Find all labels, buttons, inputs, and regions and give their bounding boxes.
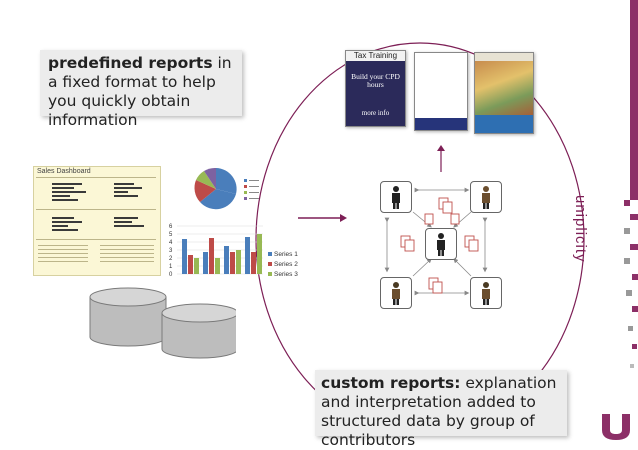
svg-text:1: 1 [169,264,173,270]
svg-text:6: 6 [169,224,173,230]
brand-name: uniplicity [572,195,589,263]
contributor-icon [470,277,502,309]
svg-text:3: 3 [169,248,173,254]
cover-header: Tax Training [353,51,398,60]
callout-top-text: in a fixed format to help you quickly ob… [48,54,232,129]
report-cover-2 [414,52,468,131]
cover-title: Build your CPD hours [351,72,400,89]
bar-chart-yaxis: 6 5 4 3 2 1 0 [169,224,173,278]
contributor-icon [470,181,502,213]
pie-slice [196,171,216,189]
contributor-icon [380,277,412,309]
report-cover-3 [474,52,534,134]
dashboard-title: Sales Dashboard [37,168,91,175]
predefined-reports-callout: predefined reports in a fixed format to … [40,50,242,129]
contributor-icon-center [425,228,457,260]
bars [182,234,262,274]
dashboard-thumbnail: Sales Dashboard [33,166,161,276]
pie-chart [194,167,259,210]
up-arrow-head [437,145,445,151]
flow-arrow-head [340,214,347,222]
svg-text:0: 0 [169,272,173,278]
pie-slice [200,189,236,210]
pie-slice [216,168,237,194]
pie-slice [204,167,216,189]
bar-chart: 6 5 4 3 2 1 0 Series 1 Series 2 Series 3 [169,224,298,278]
svg-text:4: 4 [169,240,173,246]
svg-text:5: 5 [169,232,173,238]
contributor-icon [380,181,412,213]
custom-reports-callout: custom reports: explanation and interpre… [315,370,567,449]
callout-top-bold: predefined reports [48,54,213,72]
pie-slice [194,180,216,202]
database-icon [89,287,236,359]
brand-stripes [624,0,638,442]
svg-text:2: 2 [169,256,173,262]
report-cover-tax-training: Tax Training Build your CPD hours more i… [345,50,406,127]
cover-footer: more info [361,109,390,117]
legend-series-2: Series 2 [274,261,298,268]
contributor-network [384,187,488,296]
legend-series-3: Series 3 [274,271,298,278]
legend-series-1: Series 1 [274,251,298,258]
brand-logo-icon [602,414,630,440]
callout-bottom-bold: custom reports: [321,374,461,392]
